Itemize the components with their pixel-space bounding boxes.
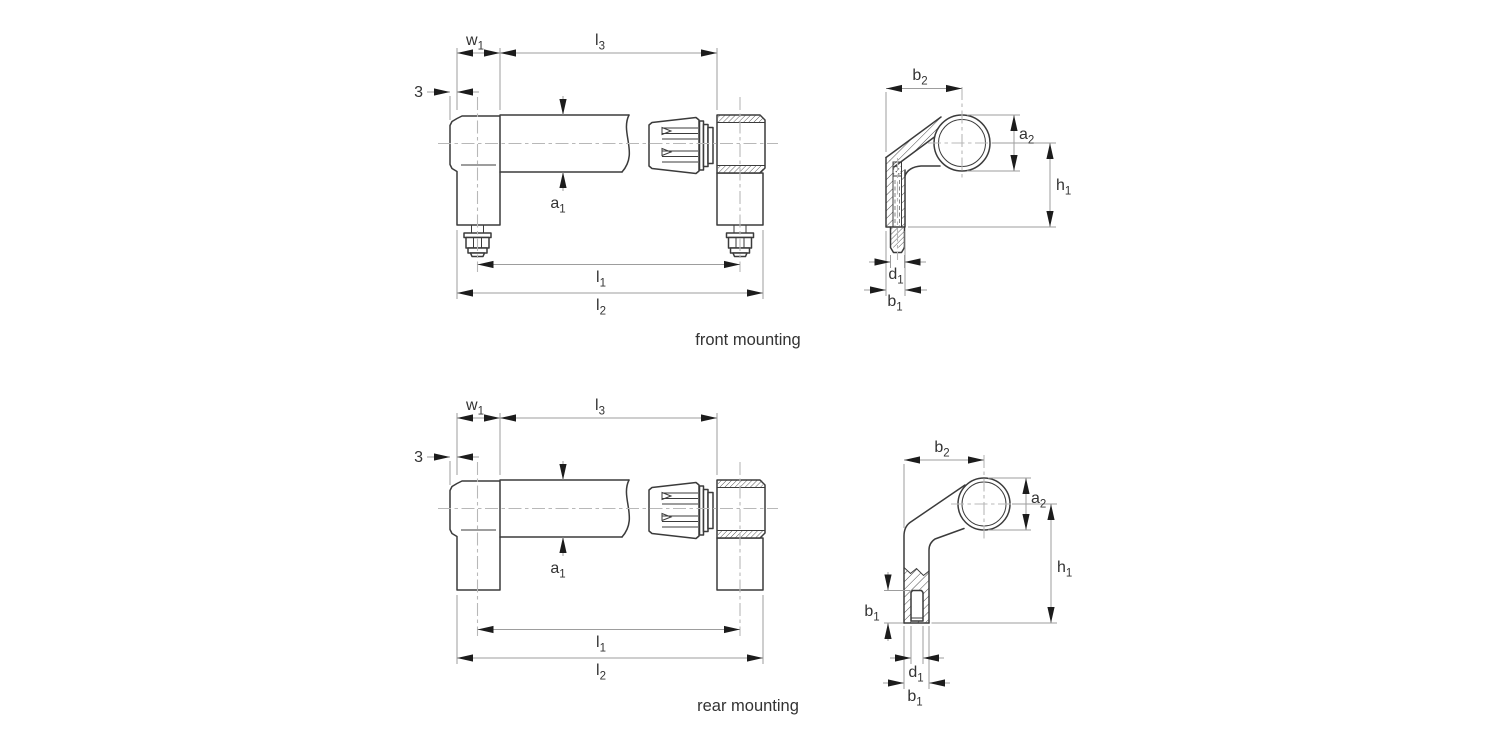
dim-label-h1: h1 <box>1057 559 1072 580</box>
dim-label-b1-width: b1 <box>907 688 922 709</box>
dim-label-b2: b2 <box>934 439 949 460</box>
boss-knurl-top <box>718 480 763 488</box>
dimension-d1: d1 <box>890 654 944 685</box>
dimension-l3: l3 <box>500 32 717 57</box>
boss-edge-lines <box>717 122 765 166</box>
grip-knob-ribs <box>662 492 698 528</box>
dimension-d1: d1 <box>869 258 926 287</box>
dim-label-w1: w1 <box>465 397 484 418</box>
grip-knob-outline <box>648 481 700 540</box>
dimension-b1-width: b1 <box>883 679 950 709</box>
grip-knob-ribs <box>662 127 698 163</box>
grip-knob-arrow-marks <box>661 126 673 157</box>
rear-mounting-side-view: b2 a2 h1 b1 d1 b1 <box>864 439 1072 709</box>
dimension-b2: b2 <box>886 67 962 93</box>
dimension-a2: a2 <box>1010 115 1034 171</box>
dimension-a2: a2 <box>1022 478 1046 530</box>
dimension-b2: b2 <box>904 439 984 464</box>
caption-front-mounting: front mounting <box>695 331 800 349</box>
clamp-boss-outline <box>716 114 766 174</box>
dimension-w1: w1 <box>457 397 500 422</box>
dimension-b1-depth: b1 <box>864 572 892 641</box>
dimension-l1: l1 <box>477 260 740 290</box>
arm-to-tube-transition <box>904 165 941 177</box>
dimension-l3: l3 <box>500 397 717 422</box>
boss-edge-lines <box>717 487 765 531</box>
extension-lines <box>449 48 764 299</box>
dimension-h1: h1 <box>1046 143 1071 227</box>
dimension-3: 3 <box>414 84 479 101</box>
boss-knurl-top <box>718 115 763 123</box>
grip-knob-outline <box>648 116 700 175</box>
dim-label-b1-depth: b1 <box>864 603 879 624</box>
caption-rear-mounting: rear mounting <box>697 697 799 715</box>
rear-mounting-front-view: w1 l3 3 a1 l1 l2 <box>414 397 778 683</box>
dim-label-b2: b2 <box>912 67 927 88</box>
section-break-line <box>903 567 930 577</box>
thread-minor-lines <box>894 180 900 226</box>
arm-inner-edge <box>928 527 965 624</box>
dim-label-a2: a2 <box>1019 126 1034 147</box>
clamp-boss-outline <box>716 479 766 539</box>
front-mounting-front-view: w1 l3 3 a1 l1 l2 <box>414 32 778 318</box>
dim-label-l2: l2 <box>596 297 606 318</box>
dim-label-d1: d1 <box>888 266 903 287</box>
neck-ring-3 <box>707 491 714 530</box>
dim-label-l3: l3 <box>595 397 605 418</box>
extension-lines <box>449 413 764 664</box>
dimension-l2: l2 <box>457 654 763 683</box>
circle-crosshair <box>951 455 1018 539</box>
dim-label-l1: l1 <box>596 634 606 655</box>
front-mounting-side-view: b2 a2 h1 d1 b1 <box>864 67 1071 314</box>
arm-section-hatch <box>886 117 947 167</box>
left-leg-outline <box>449 115 501 226</box>
dim-label-h1: h1 <box>1056 177 1071 198</box>
dim-label-a1: a1 <box>550 195 565 216</box>
dim-label-w1: w1 <box>465 32 484 53</box>
dimension-a1: a1 <box>550 461 567 581</box>
dim-label-l2: l2 <box>596 662 606 683</box>
arm-outer-edge <box>885 116 942 159</box>
dim-label-l3: l3 <box>595 32 605 53</box>
dimension-l2: l2 <box>457 289 763 318</box>
dim-label-b1: b1 <box>887 293 902 314</box>
dim-label-d1: d1 <box>908 664 923 685</box>
dim-label-l1: l1 <box>596 269 606 290</box>
dimension-h1: h1 <box>1047 504 1072 623</box>
left-leg-outline <box>449 480 501 591</box>
tapped-hole-outline <box>910 589 924 622</box>
dim-label-a2: a2 <box>1031 490 1046 511</box>
dim-label-3: 3 <box>414 84 423 101</box>
grip-knob-arrow-marks <box>661 491 673 522</box>
leg-wall-hatch-left <box>886 160 893 227</box>
dim-label-3: 3 <box>414 449 423 466</box>
dimension-a1: a1 <box>550 96 567 216</box>
stud-channel-edges <box>892 176 902 227</box>
circle-crosshair <box>928 87 997 178</box>
dimension-l1: l1 <box>477 625 740 655</box>
dimension-3: 3 <box>414 449 479 466</box>
dim-label-a1: a1 <box>550 560 565 581</box>
neck-ring-3 <box>707 126 714 165</box>
dimension-w1: w1 <box>457 32 500 57</box>
dimension-b1: b1 <box>864 286 927 314</box>
arm-outer-edge <box>903 484 966 624</box>
